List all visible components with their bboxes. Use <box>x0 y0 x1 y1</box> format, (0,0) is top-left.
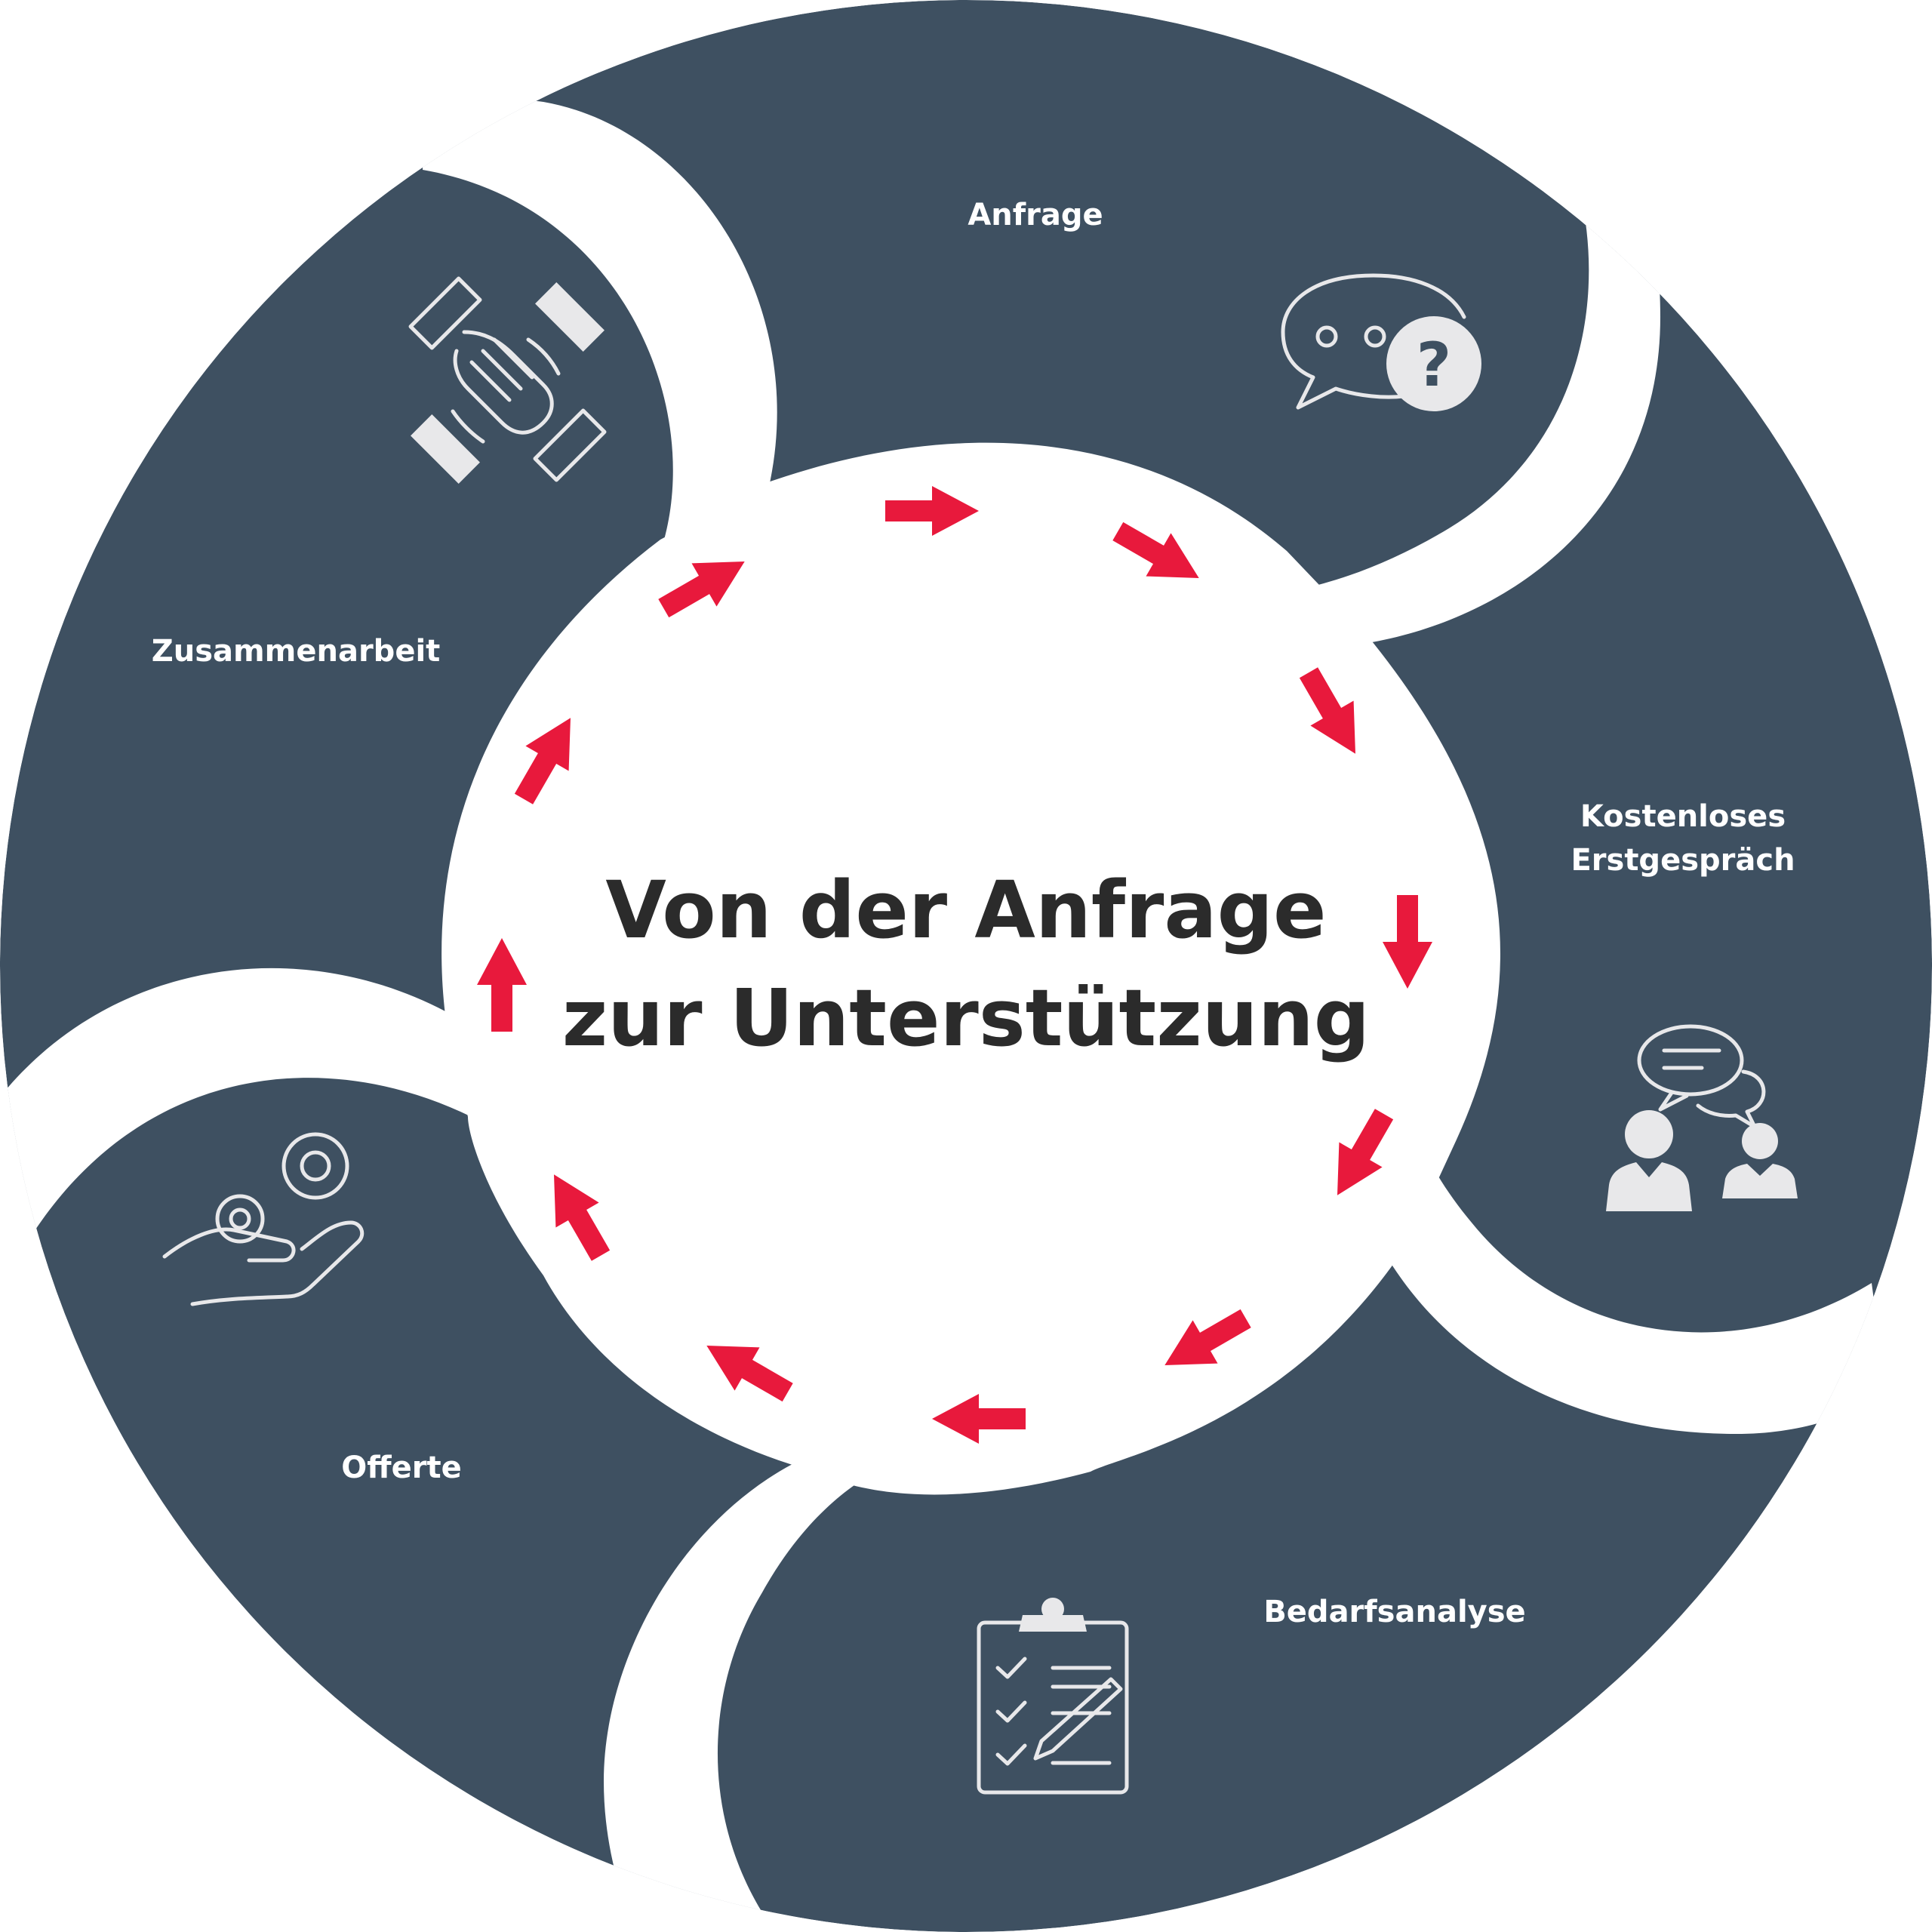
cycle-arrow <box>1164 1309 1251 1365</box>
cycle-arrows <box>477 486 1432 1444</box>
gap-zusammenarbeit-anfrage <box>423 99 777 540</box>
gears-hand-icon <box>162 1132 365 1306</box>
consultation-people-icon <box>1606 1024 1798 1211</box>
chat-question-icon: ? <box>1281 273 1481 411</box>
cycle-arrow <box>1383 895 1432 989</box>
gap-bedarfsanalyse-offerte <box>604 1464 883 1932</box>
cycle-arrow <box>706 1346 793 1402</box>
cycle-arrow <box>932 1394 1026 1444</box>
cycle-arrow <box>885 486 979 536</box>
cycle-arrow <box>1337 1109 1394 1195</box>
center-title-line1: Von der Anfrage <box>605 864 1326 956</box>
stacked-hands-icon <box>408 276 607 484</box>
cycle-arrow <box>1112 521 1199 578</box>
step-label-erstgespraech-line2: Erstgespräch <box>1571 843 1795 878</box>
step-label-bedarfsanalyse: Bedarfsanalyse <box>1263 1595 1525 1629</box>
cycle-arrow <box>514 718 571 804</box>
cycle-arrow <box>658 561 745 618</box>
step-label-erstgespraech-line1: Kostenloses <box>1580 799 1786 834</box>
gap-erstgespraech-bedarfsanalyse <box>1351 1087 1887 1434</box>
cycle-arrow <box>477 938 527 1032</box>
cycle-arrow <box>1299 667 1355 754</box>
gap-anfrage-erstgespraech <box>1238 83 1660 649</box>
center-hole <box>441 442 1501 1495</box>
svg-text:?: ? <box>1417 330 1451 400</box>
step-label-zusammenarbeit: Zusammenarbeit <box>152 634 441 669</box>
step-label-anfrage: Anfrage <box>968 198 1103 232</box>
step-label-offerte: Offerte <box>341 1451 462 1485</box>
center-title-line2: zur Unterstützung <box>562 972 1371 1064</box>
clipboard-checklist-icon <box>977 1598 1129 1795</box>
gap-offerte-zusammenarbeit <box>0 968 472 1238</box>
cycle-arrow <box>554 1174 611 1261</box>
